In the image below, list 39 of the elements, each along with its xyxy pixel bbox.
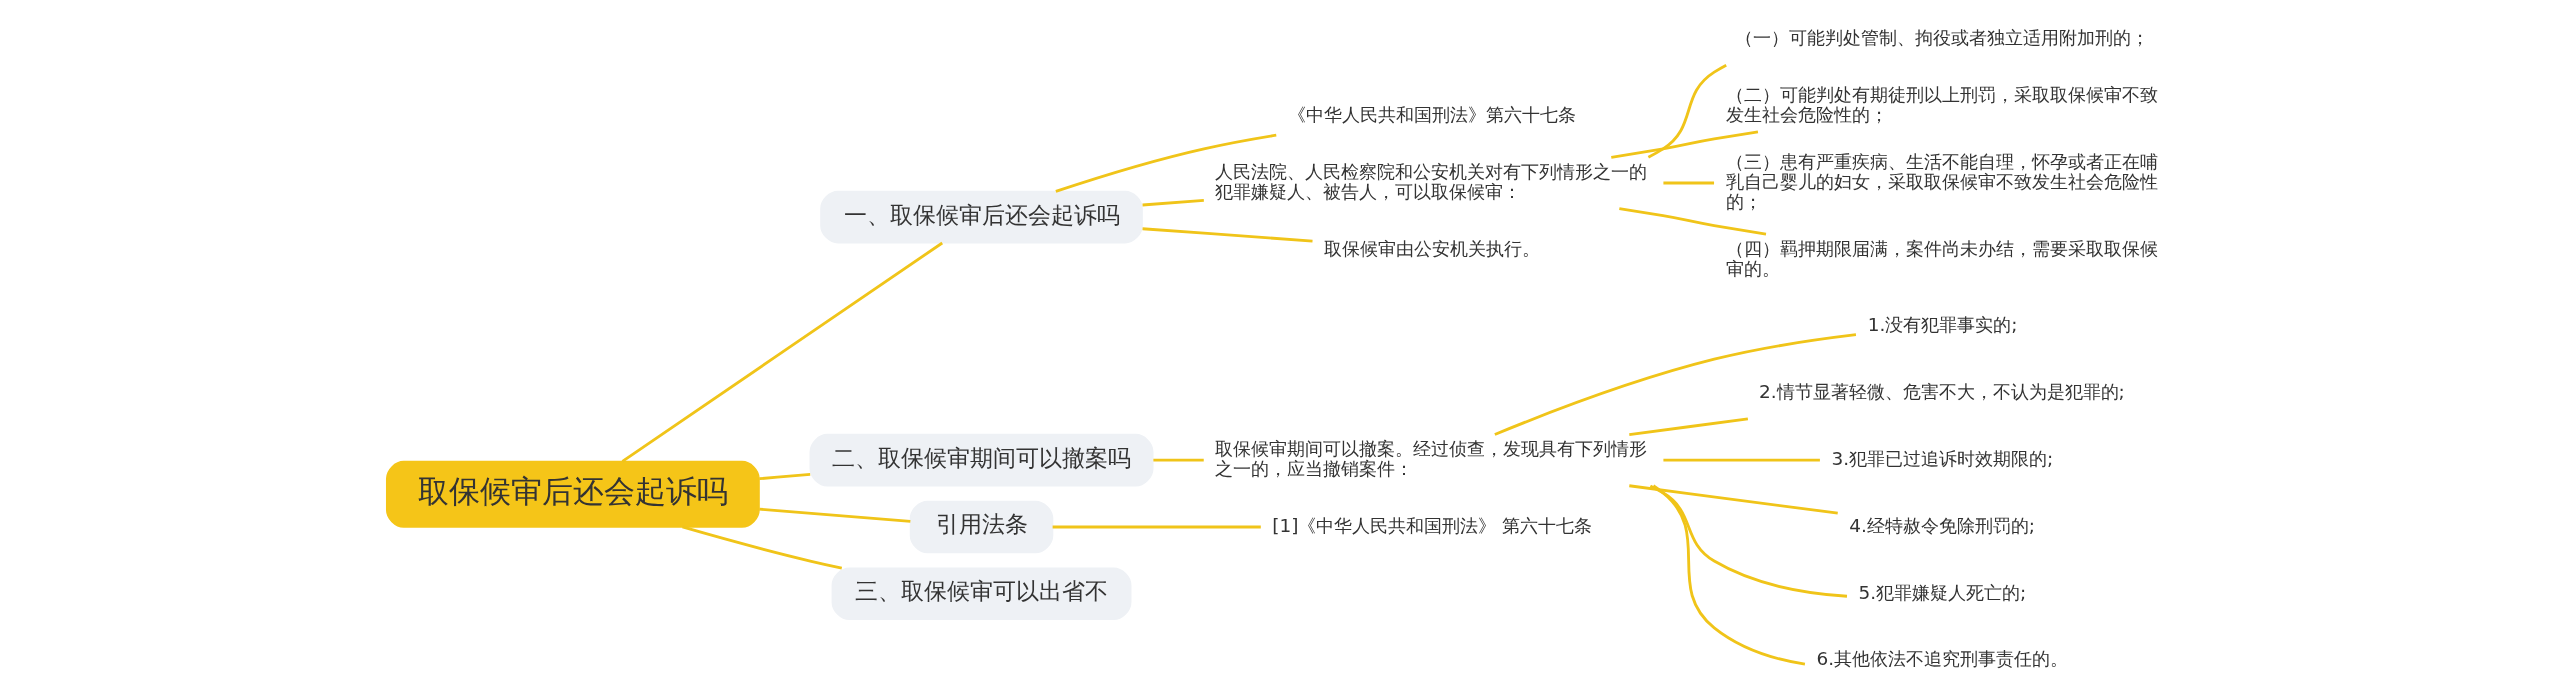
connector [1494, 333, 1857, 436]
connector [682, 525, 843, 570]
node-text: 人民法院、人民检察院和公安机关对有下列情形之一的犯罪嫌疑人、被告人，可以取保候审： [1215, 160, 1648, 202]
node-box: 三、取保候审可以出省不 [831, 567, 1132, 621]
node-text: 3.犯罪已过追诉时效期限的; [1831, 447, 2054, 469]
connector [1153, 458, 1204, 462]
node-text: 取保候审由公安机关执行。 [1324, 237, 1541, 259]
node-box: 引用法条 [909, 500, 1054, 554]
node-text: 1.没有犯罪事实的; [1867, 314, 2018, 336]
connector [1619, 207, 1767, 236]
connector [1055, 133, 1277, 193]
connector [621, 241, 944, 463]
connector [1142, 227, 1313, 243]
connector [1052, 525, 1261, 529]
connector [1611, 130, 1759, 159]
connector [1629, 484, 1838, 515]
connector [1663, 458, 1820, 462]
node-text: （三）患有严重疾病、生活不能自理，怀孕或者正在哺乳自己婴儿的妇女，采取取保候审不致发生社会危险性的； [1725, 150, 2158, 212]
node-text: （四）羁押期限届满，案件尚未办结，需要采取取保候审的。 [1725, 237, 2158, 279]
connector [759, 507, 911, 523]
node-text: 《中华人民共和国刑法》第六十七条 [1287, 104, 1576, 126]
connector [1652, 484, 1806, 666]
node-text: 取保候审期间可以撤案。经过侦查，发现具有下列情形之一的，应当撤销案件： [1215, 438, 1648, 479]
node-text: 6.其他依法不追究刑事责任的。 [1816, 648, 2069, 670]
connector [1629, 417, 1749, 436]
connector [1647, 63, 1727, 159]
node-text: 5.犯罪嫌疑人死亡的; [1858, 581, 2027, 603]
connector [1663, 181, 1715, 185]
node-box: 一、取保候审后还会起诉吗 [820, 190, 1143, 244]
node-text: （二）可能判处有期徒刑以上刑罚，采取取保候审不致发生社会危险性的； [1725, 84, 2158, 126]
node-box: 二、取保候审期间可以撤案吗 [809, 433, 1154, 487]
node-text: [1]《中华人民共和国刑法》 第六十七条 [1272, 514, 1593, 536]
node-text: （一）可能判处管制、拘役或者独立适用附加刑的； [1734, 27, 2149, 49]
connector [1649, 484, 1848, 598]
connector [1142, 198, 1204, 207]
node-text: 4.经特赦令免除刑罚的; [1849, 514, 2036, 536]
node-box: 取保候审后还会起诉吗 [386, 460, 760, 528]
connector [759, 473, 811, 481]
node-text: 2.情节显著轻微、危害不大，不认为是犯罪的; [1758, 381, 2125, 403]
